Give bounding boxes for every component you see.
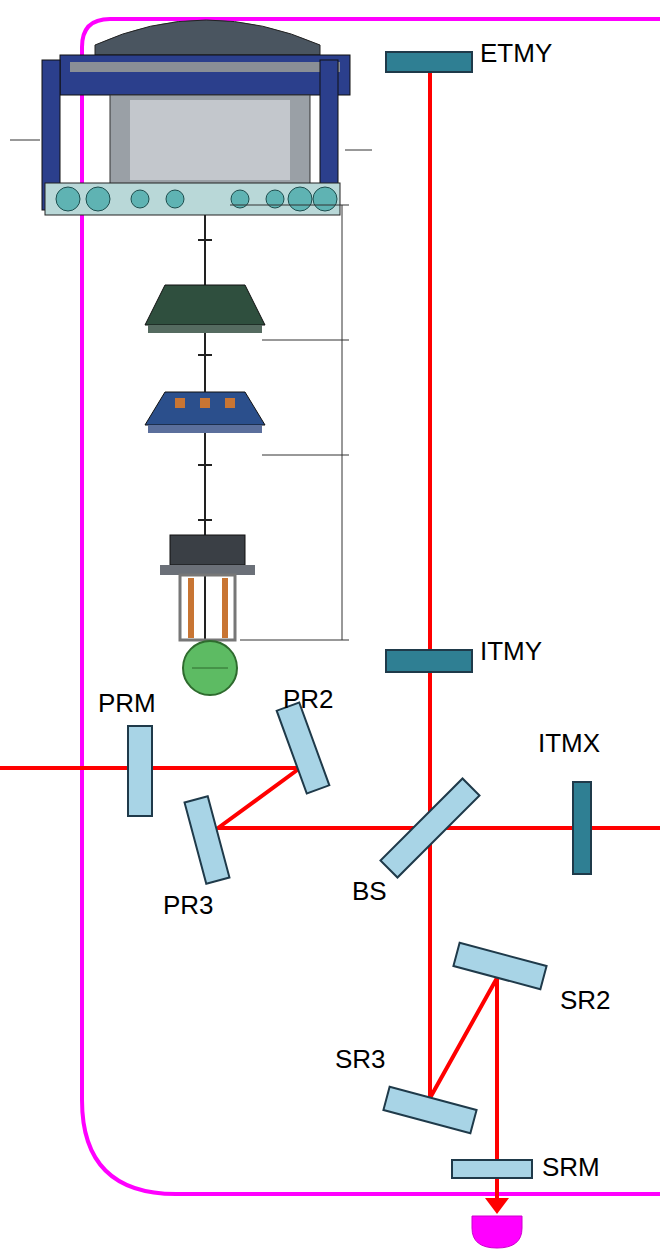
- filter-base: [148, 425, 262, 433]
- dimension-line: [342, 205, 343, 640]
- part-label: BS: [352, 876, 387, 906]
- part-label: SRM: [542, 1152, 600, 1182]
- mirror-sr2: [453, 943, 546, 989]
- top-plate: [70, 62, 340, 72]
- part-label: ETMY: [480, 38, 552, 68]
- mirror-itmx: [573, 782, 591, 874]
- top-dome: [95, 20, 320, 55]
- mirror-sr3: [383, 1087, 476, 1133]
- mirror-prm: [128, 726, 152, 816]
- filter-base: [148, 325, 262, 333]
- part-label: SR2: [560, 985, 611, 1015]
- suspension-illustration: [10, 20, 372, 695]
- photodetector: [472, 1216, 522, 1248]
- filter-stage: [145, 392, 265, 425]
- cylinder-face: [130, 100, 290, 180]
- mirror-srm: [452, 1160, 532, 1178]
- beam-arrowhead: [485, 1198, 509, 1214]
- recoil-frame: [180, 575, 235, 640]
- vacuum-boundary: [82, 19, 660, 1194]
- top-frame: [60, 55, 350, 95]
- part-label: PR3: [163, 890, 214, 920]
- test-mass: [183, 641, 237, 695]
- mirror-pr3: [185, 796, 230, 883]
- marionette: [170, 535, 245, 565]
- mirror-pr2: [277, 703, 330, 794]
- mirror-bs: [381, 779, 480, 878]
- filter-stage: [145, 285, 265, 325]
- part-label: PRM: [98, 688, 156, 718]
- mirror-etmy: [386, 52, 472, 72]
- part-label: ITMY: [480, 636, 542, 666]
- top-cylinder: [110, 95, 310, 185]
- base-ring: [45, 183, 340, 215]
- part-label: PR2: [283, 684, 334, 714]
- mirror-itmy: [386, 650, 472, 672]
- part-label: SR3: [335, 1044, 386, 1074]
- laser-beam: [0, 72, 660, 1200]
- part-label: ITMX: [538, 728, 600, 758]
